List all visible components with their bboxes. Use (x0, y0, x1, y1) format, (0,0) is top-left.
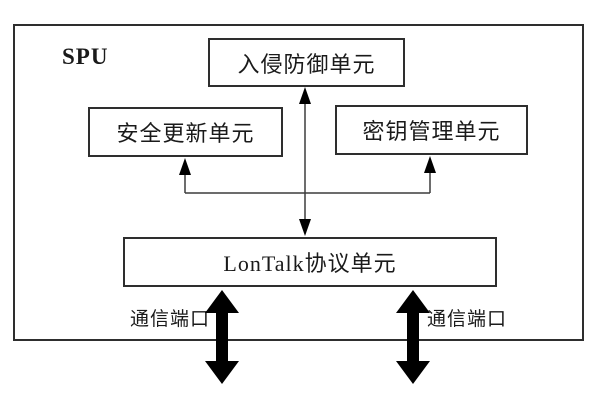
node-key-management-unit: 密钥管理单元 (335, 105, 528, 155)
node-security-update-unit: 安全更新单元 (88, 107, 283, 157)
node-lontalk-protocol-unit: LonTalk协议单元 (123, 237, 497, 287)
spu-container-label: SPU (62, 44, 109, 69)
node-intrusion-prevention-unit: 入侵防御单元 (208, 38, 405, 87)
comm-port-label-right: 通信端口 (427, 309, 508, 330)
comm-port-label-left: 通信端口 (130, 309, 211, 330)
